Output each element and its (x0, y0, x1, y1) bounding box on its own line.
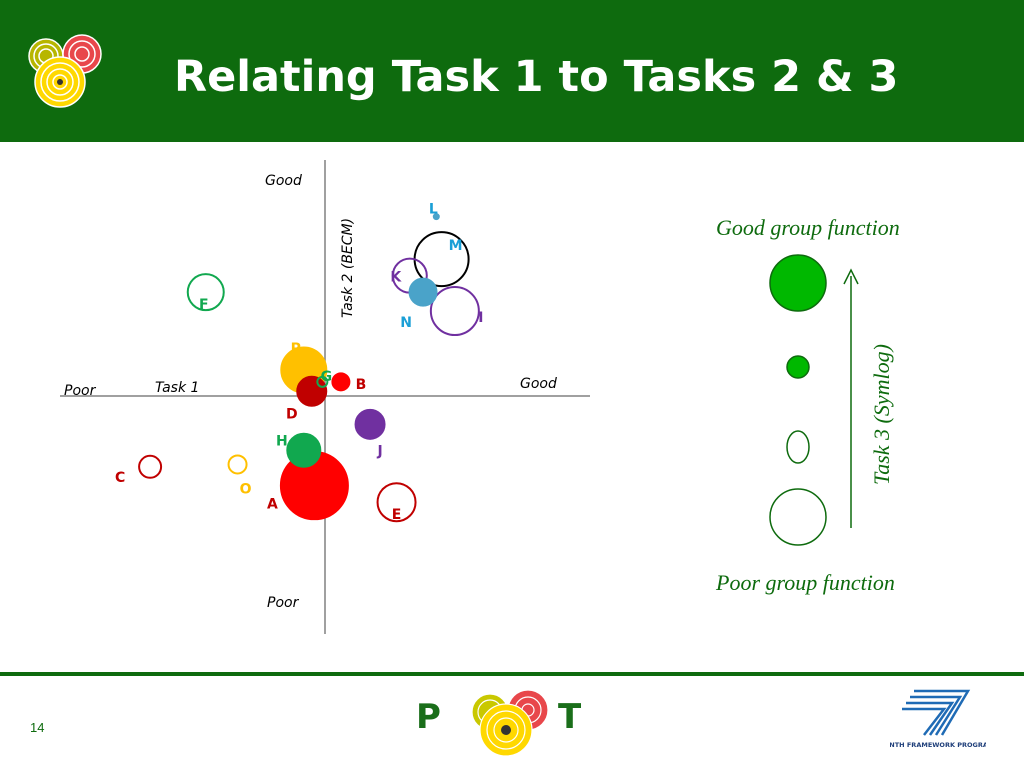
point-label-b: B (356, 377, 367, 393)
x-axis-title: Task 1 (155, 380, 199, 396)
chart-area: Poor Task 1 Good Good Poor Task 2 (BECM)… (60, 160, 900, 634)
point-label-j: J (376, 443, 382, 459)
point-label-n: N (400, 315, 412, 331)
logo-letter-right: T (558, 697, 582, 737)
size-legend: Good group function Poor group function … (715, 215, 900, 595)
point-c (138, 454, 163, 479)
point-j (354, 408, 386, 440)
point-label-g: G (321, 369, 333, 385)
legend-arrow-head-icon (843, 268, 859, 285)
point-label-k: K (390, 270, 402, 286)
legend-bottom-label: Poor group function (715, 570, 895, 595)
legend-circle-small-empty (786, 430, 810, 464)
point-label-o: O (240, 481, 252, 497)
point-label-d: D (286, 406, 298, 422)
fp7-logo: SEVENTH FRAMEWORK PROGRAMME (890, 689, 986, 749)
y-axis-low-label: Poor (267, 595, 300, 611)
footer-divider (0, 672, 1024, 676)
legend-circle-large-filled (769, 254, 827, 312)
point-label-a: A (267, 497, 278, 513)
project-logo: P T (416, 689, 582, 757)
slide-title: Relating Task 1 to Tasks 2 & 3 (174, 52, 899, 102)
point-f (186, 273, 225, 312)
legend-circle-large-empty (769, 488, 827, 546)
point-label-e: E (392, 507, 402, 523)
point-label-h: H (276, 433, 288, 449)
data-points: A B C D E F G H I J K L M N O P (115, 202, 484, 524)
logo-rings-icon (471, 689, 549, 757)
point-label-c: C (115, 470, 125, 486)
point-label-l: L (429, 202, 438, 218)
x-axis-high-label: Good (520, 376, 557, 392)
point-e (376, 482, 417, 523)
point-g (316, 375, 329, 388)
point-h (286, 432, 322, 468)
target-rings-logo-icon (28, 34, 102, 108)
fp7-seven-icon (902, 689, 971, 736)
fp7-caption: SEVENTH FRAMEWORK PROGRAMME (890, 741, 986, 749)
point-label-m: M (449, 238, 463, 254)
point-label-p: P (291, 341, 301, 357)
point-label-i: I (478, 310, 483, 326)
legend-axis-label: Task 3 (Symlog) (869, 344, 894, 485)
point-n (408, 277, 438, 307)
y-axis-high-label: Good (265, 173, 302, 189)
point-i (429, 286, 480, 337)
logo-letter-left: P (416, 697, 441, 737)
page-number: 14 (30, 720, 45, 735)
y-axis-title: Task 2 (BECM) (340, 218, 356, 318)
point-label-f: F (199, 297, 209, 313)
point-o (227, 454, 248, 475)
rings-yellow (34, 56, 86, 108)
point-d (296, 375, 328, 407)
x-axis-low-label: Poor (64, 383, 97, 399)
title-bar: Relating Task 1 to Tasks 2 & 3 (0, 0, 1024, 142)
point-l (432, 213, 440, 221)
legend-circle-small-filled (786, 355, 810, 379)
point-b (331, 372, 351, 392)
legend-top-label: Good group function (716, 215, 900, 240)
